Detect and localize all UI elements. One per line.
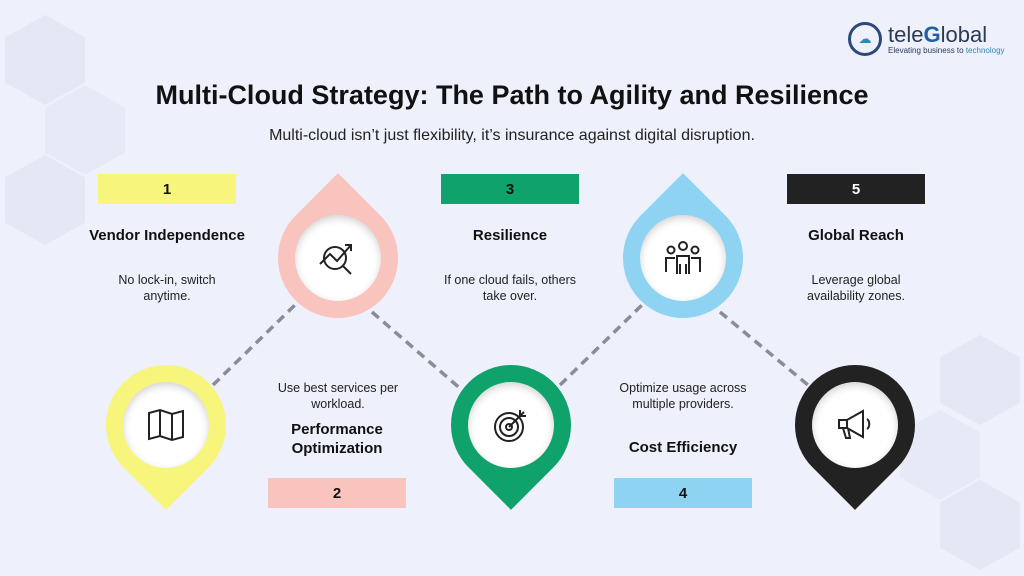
- step-number-2: 2: [268, 478, 406, 508]
- step-desc-5: Leverage global availability zones.: [807, 273, 905, 303]
- chart-search-icon: [295, 215, 381, 301]
- bg-hexagon: [5, 155, 85, 245]
- target-icon: [468, 382, 554, 468]
- brand-tagline-accent: technology: [965, 45, 1005, 55]
- step-number-4: 4: [614, 478, 752, 508]
- brand-tagline: Elevating business to: [888, 45, 966, 55]
- brand-name-rest: lobal: [940, 21, 988, 47]
- map-icon: [123, 382, 209, 468]
- connector-line: [718, 310, 810, 387]
- bg-hexagon: [5, 15, 85, 105]
- team-icon: [640, 215, 726, 301]
- step-desc-4: Optimize usage across multiple providers…: [619, 381, 747, 411]
- step-title-2: Performance Optimization: [291, 421, 383, 457]
- step-number-1: 1: [98, 174, 236, 204]
- brand-logo: ☁ teleGlobal Elevating business to techn…: [848, 22, 1005, 56]
- step-number-5: 5: [787, 174, 925, 204]
- brand-name: tele: [888, 21, 924, 47]
- step-title-1: Vendor Independence: [89, 227, 245, 244]
- brand-name-g: G: [923, 21, 941, 47]
- cloud-logo-icon: ☁: [848, 22, 882, 56]
- connector-line: [370, 310, 464, 392]
- step-title-3: Resilience: [472, 227, 548, 244]
- page-subtitle: Multi-cloud isn’t just flexibility, it’s…: [269, 127, 755, 144]
- step-title-5: Global Reach: [808, 227, 904, 244]
- page-title: Multi-Cloud Strategy: The Path to Agilit…: [155, 80, 869, 110]
- step-desc-2: Use best services per workload.: [277, 381, 399, 411]
- connector-line: [211, 303, 297, 387]
- megaphone-icon: [812, 382, 898, 468]
- step-number-3: 3: [441, 174, 579, 204]
- step-desc-3: If one cloud fails, others take over.: [443, 273, 577, 303]
- connector-line: [558, 303, 644, 387]
- step-desc-1: No lock-in, switch anytime.: [118, 273, 216, 303]
- step-title-4: Cost Efficiency: [628, 439, 738, 456]
